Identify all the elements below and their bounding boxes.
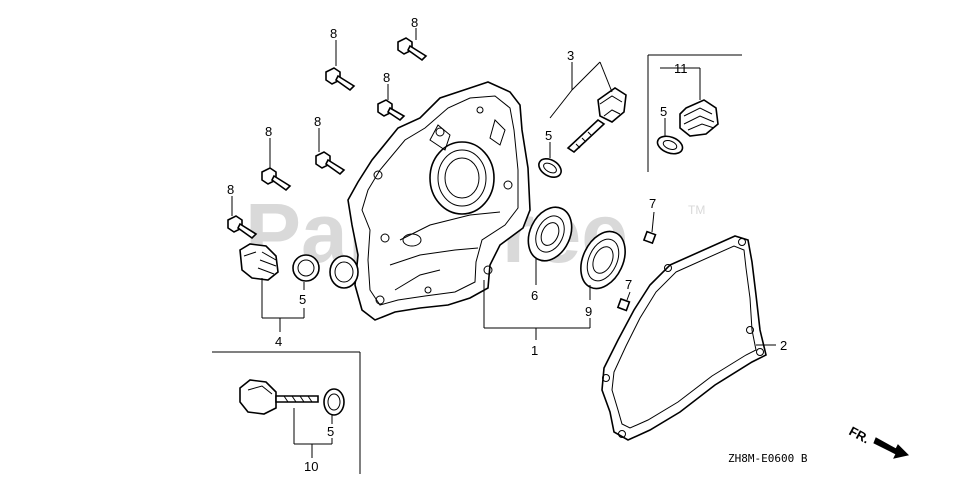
callout-9: 9 [585, 304, 592, 319]
callout-10: 10 [304, 459, 318, 474]
callout-2: 2 [780, 338, 787, 353]
bolt-8-b [397, 37, 428, 62]
inset-box-top-right [647, 54, 742, 172]
o-ring-5-inset [323, 388, 345, 416]
callout-8-a: 8 [330, 26, 337, 41]
gasket [601, 235, 767, 441]
callout-7-lower: 7 [625, 277, 632, 292]
callout-5-drain: 5 [299, 292, 306, 307]
oil-filler-plug-11 [679, 99, 719, 137]
callout-8-d: 8 [314, 114, 321, 129]
o-ring-5-plug [656, 135, 684, 155]
drawing-code: ZH8M-E0600 B [728, 452, 808, 465]
o-ring-5-drain [292, 254, 320, 282]
o-ring-5-dipstick [538, 158, 562, 178]
dowel-pin-lower [616, 297, 631, 312]
bolt-8-d [315, 151, 346, 176]
bolt-8-a [325, 67, 356, 92]
drain-plug-4 [239, 243, 279, 281]
front-direction-arrow: FR. [847, 423, 910, 459]
watermark-trademark: TM [688, 203, 705, 217]
callout-5-inset: 5 [327, 424, 334, 439]
callout-6: 6 [531, 288, 538, 303]
callout-1: 1 [531, 343, 538, 358]
inset-box-bottom-left [212, 351, 361, 474]
callout-8-e: 8 [265, 124, 272, 139]
leader-lines [231, 28, 776, 458]
callout-5-plug: 5 [660, 104, 667, 119]
callout-11: 11 [674, 61, 688, 76]
bolt-8-c [377, 99, 406, 122]
oil-dipstick-3 [566, 87, 627, 154]
callout-8-f: 8 [227, 182, 234, 197]
callout-3: 3 [567, 48, 574, 63]
callout-8-c: 8 [383, 70, 390, 85]
callout-8-b: 8 [411, 15, 418, 30]
bolt-8-e [261, 167, 292, 192]
oil-seal-side [329, 255, 359, 289]
oil-seal-6 [527, 206, 573, 262]
oil-dipstick-10 [239, 379, 319, 415]
dowel-pin-upper [642, 230, 657, 245]
callout-7-upper: 7 [649, 196, 656, 211]
callout-5-dipstick: 5 [545, 128, 552, 143]
callout-4: 4 [275, 334, 282, 349]
bolt-8-f [227, 215, 258, 240]
front-marker-label: FR. [847, 423, 873, 446]
crankcase-cover [347, 81, 531, 321]
